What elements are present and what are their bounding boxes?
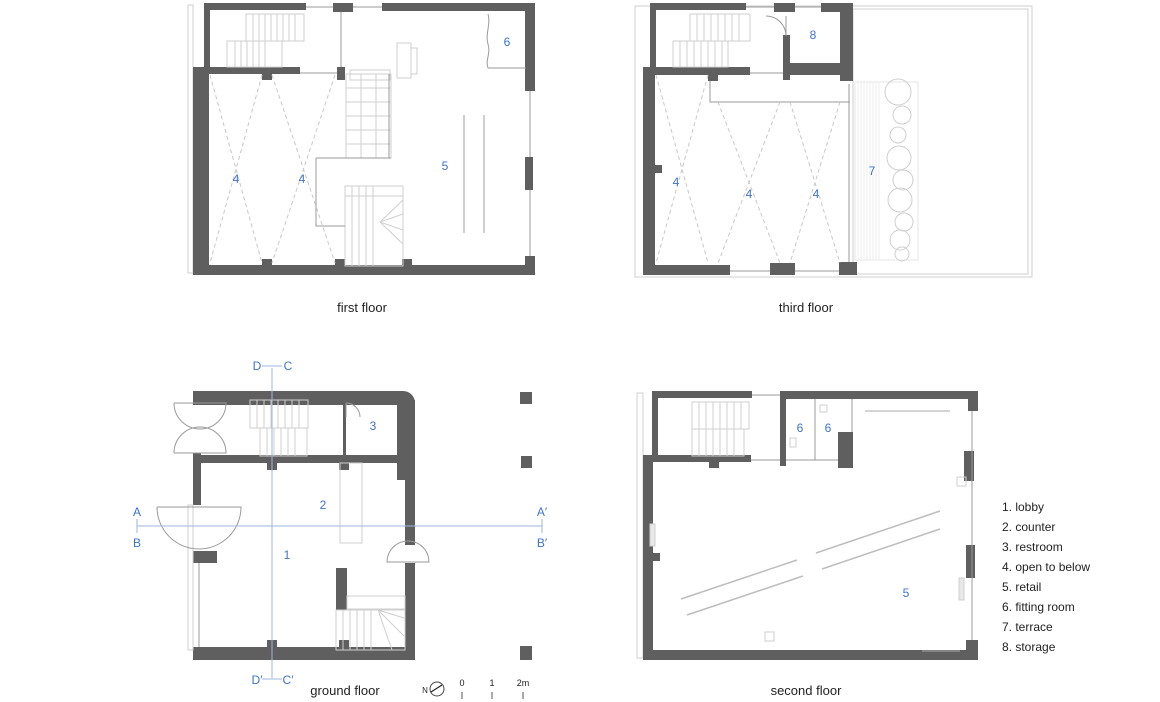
legend-item: 2. counter [1002,520,1055,534]
section-mark-b: B [133,536,141,550]
section-mark-b-prime: B′ [537,536,548,550]
legend: 1. lobby 2. counter 3. restroom 4. open … [1002,500,1090,654]
walls [193,391,532,660]
scale-bar: N 0 1 2m [422,678,529,699]
legend-item: 4. open to below [1002,560,1090,574]
first-floor-plan: 4 4 5 6 first floor [187,3,535,315]
label-storage: 8 [810,28,817,42]
section-mark-c: C [284,359,293,373]
label-open-to-below: 4 [813,187,820,201]
label-open-to-below: 4 [299,172,306,186]
walls [643,391,978,660]
legend-item: 7. terrace [1002,620,1053,634]
plan-title-third-floor: third floor [779,300,834,315]
label-restroom: 3 [370,419,377,433]
label-terrace: 7 [869,164,876,178]
section-lines [136,365,543,680]
label-open-to-below: 4 [233,172,240,186]
label-retail: 5 [903,586,910,600]
third-floor-plan: 8 4 4 4 7 third floor [634,3,1033,315]
label-open-to-below: 4 [673,175,680,189]
display-rails [680,510,941,616]
plan-title-first-floor: first floor [337,300,388,315]
label-counter: 2 [320,498,327,512]
scale-tick-2m: 2m [517,678,530,688]
label-lobby: 1 [284,548,291,562]
plan-title-second-floor: second floor [771,683,842,698]
section-mark-c-prime: C′ [283,673,295,687]
north-arrow-icon: N [422,681,445,697]
legend-item: 5. retail [1002,580,1041,594]
walls [193,3,535,275]
scale-tick-0: 0 [459,678,464,688]
section-mark-d-prime: D′ [252,673,264,687]
label-open-to-below: 4 [746,187,753,201]
legend-item: 1. lobby [1002,500,1044,514]
label-fitting-room: 6 [504,35,511,49]
legend-item: 6. fitting room [1002,600,1075,614]
label-retail: 5 [442,159,449,173]
second-floor-plan: 6 6 5 second floor [636,391,978,698]
planting [884,78,914,262]
legend-item: 8. storage [1002,640,1056,654]
plan-title-ground-floor: ground floor [310,683,380,698]
north-label: N [422,686,428,695]
scale-tick-1: 1 [489,678,494,688]
section-mark-a-prime: A′ [537,505,548,519]
section-mark-a: A [133,505,141,519]
ground-floor-plan: D C D′ C′ A B A′ B′ 1 2 3 ground floor [133,359,548,698]
doors [156,402,430,563]
label-fitting-room: 6 [797,421,804,435]
legend-item: 3. restroom [1002,540,1063,554]
walls [643,3,857,275]
label-fitting-room: 6 [825,421,832,435]
section-mark-d: D [253,359,262,373]
